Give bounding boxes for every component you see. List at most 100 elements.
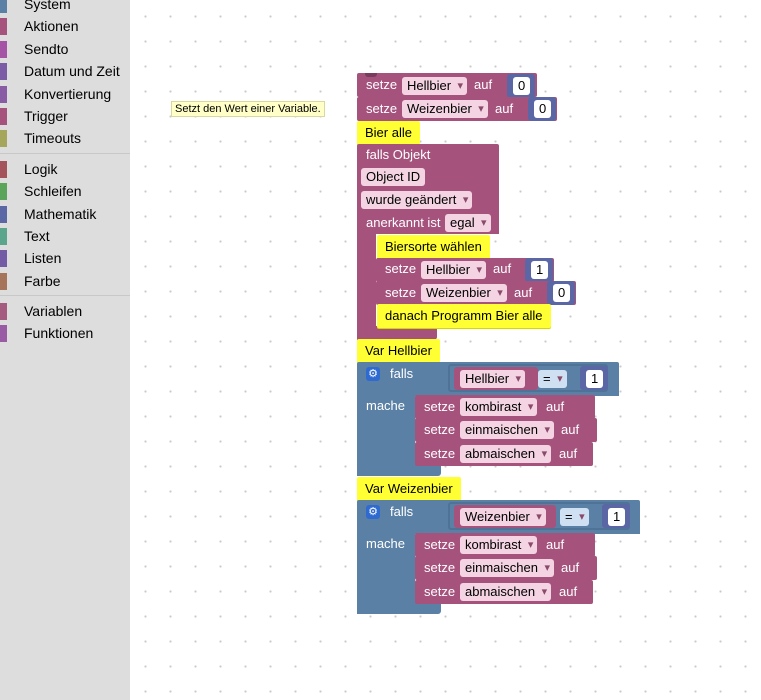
number-field[interactable]: 0 (553, 284, 571, 302)
tooltip: Setzt den Wert einer Variable. (171, 101, 325, 117)
category-color-swatch (0, 272, 7, 290)
category-color-swatch (0, 183, 7, 201)
var-dropdown-abmaischen[interactable]: abmaischen (460, 445, 552, 463)
toolbox-category-funktionen[interactable]: Funktionen (0, 322, 130, 344)
set-label: setze (424, 446, 456, 461)
toolbox-category-datum-und-zeit[interactable]: Datum und Zeit (0, 60, 130, 82)
to-label: auf (561, 560, 580, 575)
toolbox-category-system[interactable]: System (0, 0, 130, 15)
toolbox-separator (0, 152, 130, 154)
number-field[interactable]: 1 (531, 261, 549, 279)
category-color-swatch (0, 227, 7, 245)
toolbox-category-variablen[interactable]: Variablen (0, 300, 130, 322)
do-label: mache (366, 536, 406, 551)
toolbox-category-konvertierung[interactable]: Konvertierung (0, 83, 130, 105)
object-id-field[interactable]: Object ID (361, 168, 426, 186)
category-label: System (24, 0, 71, 12)
set-label: setze (385, 285, 417, 300)
category-label: Trigger (24, 107, 68, 124)
toolbox-category-aktionen[interactable]: Aktionen (0, 15, 130, 37)
number-field[interactable]: 0 (513, 77, 531, 95)
set-label: setze (366, 101, 398, 116)
var-dropdown-abmaischen[interactable]: abmaischen (460, 583, 552, 601)
toolbox-category-text[interactable]: Text (0, 225, 130, 247)
category-color-swatch (0, 40, 7, 58)
to-label: auf (493, 261, 512, 276)
do-label: mache (366, 398, 406, 413)
to-label: auf (495, 101, 514, 116)
category-label: Logik (24, 160, 58, 177)
to-label: auf (514, 285, 533, 300)
var-dropdown-hellbier[interactable]: Hellbier (402, 77, 468, 95)
gear-icon[interactable]: ⚙ (366, 367, 380, 381)
var-dropdown-weizenbier[interactable]: Weizenbier (421, 284, 507, 302)
category-label: Mathematik (24, 205, 97, 222)
trigger-on-label: falls Objekt (366, 147, 431, 162)
comment-biersorte-waehlen[interactable]: Biersorte wählen (377, 235, 490, 259)
comment-danach-programm[interactable]: danach Programm Bier alle (377, 304, 551, 328)
category-label: Aktionen (24, 18, 79, 35)
category-label: Sendto (24, 40, 69, 57)
set-label: setze (424, 399, 456, 414)
category-label: Datum und Zeit (24, 63, 120, 80)
to-label: auf (559, 446, 578, 461)
category-color-swatch (0, 63, 7, 81)
to-label: auf (546, 537, 565, 552)
to-label: auf (546, 399, 565, 414)
number-field[interactable]: 0 (534, 100, 552, 118)
changed-dropdown[interactable]: wurde geändert (361, 191, 473, 209)
set-label: setze (424, 560, 456, 575)
toolbox-category-logik[interactable]: Logik (0, 158, 130, 180)
gear-icon[interactable]: ⚙ (366, 505, 380, 519)
comment-bier-alle[interactable]: Bier alle (357, 121, 420, 145)
operator-dropdown[interactable]: = (538, 370, 567, 388)
category-color-swatch (0, 325, 7, 343)
number-field[interactable]: 1 (608, 508, 626, 526)
number-field[interactable]: 1 (586, 370, 604, 388)
var-dropdown-einmaischen[interactable]: einmaischen (460, 559, 554, 577)
category-label: Funktionen (24, 325, 94, 342)
var-dropdown-weizenbier[interactable]: Weizenbier (460, 508, 546, 526)
toolbox-category-mathematik[interactable]: Mathematik (0, 203, 130, 225)
category-color-swatch (0, 85, 7, 103)
toolbox-separator (0, 295, 130, 297)
var-dropdown-hellbier[interactable]: Hellbier (421, 261, 487, 279)
var-dropdown-hellbier[interactable]: Hellbier (460, 370, 526, 388)
category-label: Timeouts (24, 130, 82, 147)
category-label: Text (24, 227, 50, 244)
category-color-swatch (0, 303, 7, 321)
category-label: Listen (24, 250, 62, 267)
to-label: auf (474, 77, 493, 92)
comment-var-hellbier[interactable]: Var Hellbier (357, 339, 440, 363)
var-dropdown-weizenbier[interactable]: Weizenbier (402, 100, 488, 118)
toolbox-category-trigger[interactable]: Trigger (0, 105, 130, 127)
to-label: auf (559, 584, 578, 599)
category-color-swatch (0, 107, 7, 125)
category-color-swatch (0, 250, 7, 268)
var-dropdown-kombirast[interactable]: kombirast (460, 398, 538, 416)
toolbox-category-timeouts[interactable]: Timeouts (0, 127, 130, 149)
if-label: falls (390, 504, 414, 519)
toolbox-category-schleifen[interactable]: Schleifen (0, 180, 130, 202)
comment-var-weizenbier[interactable]: Var Weizenbier (357, 477, 461, 501)
if-label: falls (390, 366, 414, 381)
category-color-swatch (0, 18, 7, 36)
category-label: Variablen (24, 303, 83, 320)
toolbox-category-listen[interactable]: Listen (0, 247, 130, 269)
ack-dropdown[interactable]: egal (445, 214, 491, 232)
var-dropdown-einmaischen[interactable]: einmaischen (460, 421, 554, 439)
toolbox-category-sendto[interactable]: Sendto (0, 38, 130, 60)
var-dropdown-kombirast[interactable]: kombirast (460, 536, 538, 554)
set-label: setze (385, 261, 417, 276)
category-label: Konvertierung (24, 85, 112, 102)
operator-dropdown[interactable]: = (560, 508, 589, 526)
category-label: Farbe (24, 272, 61, 289)
set-label: setze (424, 537, 456, 552)
ack-label: anerkannt ist (366, 215, 441, 230)
category-color-swatch (0, 0, 7, 13)
category-color-swatch (0, 205, 7, 223)
set-label: setze (424, 422, 456, 437)
set-label: setze (424, 584, 456, 599)
toolbox-category-farbe[interactable]: Farbe (0, 270, 130, 292)
